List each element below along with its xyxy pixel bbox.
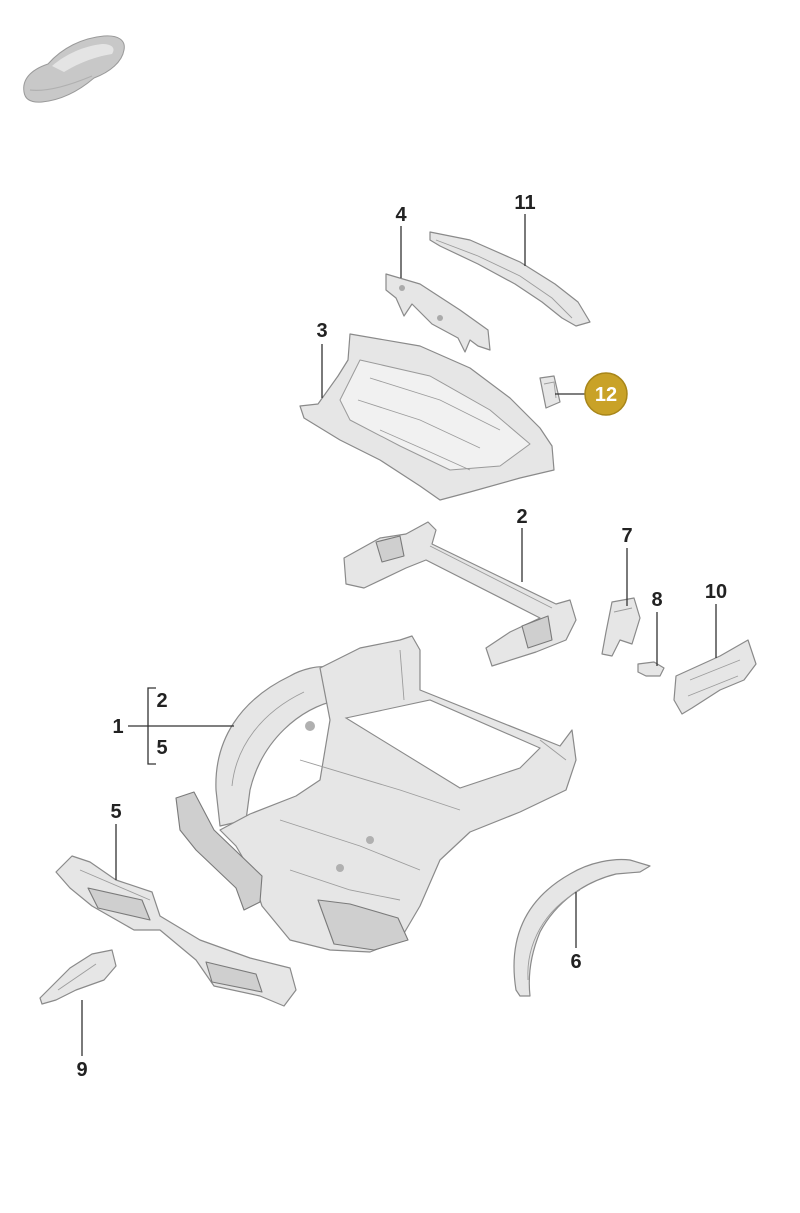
label-12: 12 (595, 384, 617, 406)
label-11[interactable]: 11 (514, 192, 535, 214)
label-7[interactable]: 7 (621, 525, 632, 547)
part-12[interactable] (539, 375, 561, 409)
label-1-sub-2[interactable]: 2 (156, 690, 167, 712)
part-4[interactable] (385, 273, 491, 353)
part-11[interactable] (429, 231, 591, 327)
label-3[interactable]: 3 (316, 320, 327, 342)
label-8[interactable]: 8 (651, 589, 662, 611)
part-7[interactable] (601, 597, 641, 657)
part-6[interactable] (513, 858, 651, 997)
part-1[interactable] (175, 635, 577, 953)
label-2[interactable]: 2 (516, 506, 527, 528)
part-10[interactable] (673, 639, 757, 715)
part-3[interactable] (299, 333, 555, 501)
part-2[interactable] (343, 521, 577, 667)
car-thumbnail-icon[interactable] (23, 35, 125, 103)
highlight-badge-12[interactable]: 12 (584, 372, 628, 416)
part-9[interactable] (39, 949, 117, 1005)
label-1[interactable]: 1 (112, 716, 123, 738)
label-1-sub-5[interactable]: 5 (156, 737, 167, 759)
label-6[interactable]: 6 (570, 951, 581, 973)
label-9[interactable]: 9 (76, 1059, 87, 1081)
part-5[interactable] (55, 855, 297, 1007)
label-4[interactable]: 4 (395, 204, 407, 226)
label-10[interactable]: 10 (705, 581, 727, 603)
leader-lines (81, 214, 717, 1056)
part-8[interactable] (637, 661, 665, 677)
part-labels: 11 4 3 2 7 8 10 1 2 5 5 6 9 (76, 192, 727, 1081)
label-5[interactable]: 5 (110, 801, 121, 823)
